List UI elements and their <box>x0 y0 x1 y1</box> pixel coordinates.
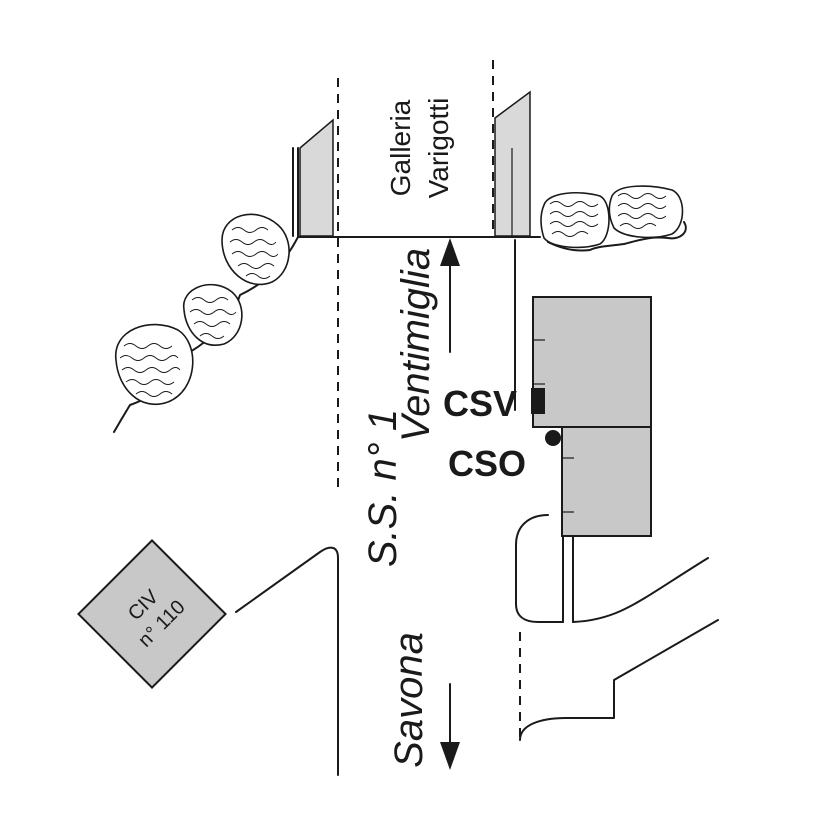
arrow-down-icon <box>440 683 460 770</box>
side-road-upper <box>572 557 709 623</box>
building-ticks <box>533 339 574 513</box>
station-csv-label: CSV <box>443 383 517 424</box>
tunnel-label-line1: Galleria <box>385 99 416 196</box>
civic-building: CIV n° 110 <box>77 539 227 689</box>
building-upper <box>532 296 652 428</box>
side-road-lower <box>519 619 719 741</box>
tunnel-portal <box>292 90 541 411</box>
station-cso-label: CSO <box>448 443 526 484</box>
vegetation-left <box>115 213 290 405</box>
tunnel-wing-left <box>299 118 334 237</box>
dot-marker-icon <box>545 430 561 446</box>
road-label: S.S. n° 1 <box>361 409 405 567</box>
square-marker-icon <box>531 388 545 414</box>
vegetation-right <box>540 185 687 252</box>
direction-south-label: Savona <box>387 632 431 768</box>
road-edge-left-lower <box>235 546 339 776</box>
direction-north-label: Ventimiglia <box>394 248 438 442</box>
arrow-up-icon <box>440 238 460 353</box>
tunnel-label-line2: Varigotti <box>423 98 454 199</box>
driveway-curve <box>515 514 564 623</box>
building-lower <box>561 426 652 537</box>
